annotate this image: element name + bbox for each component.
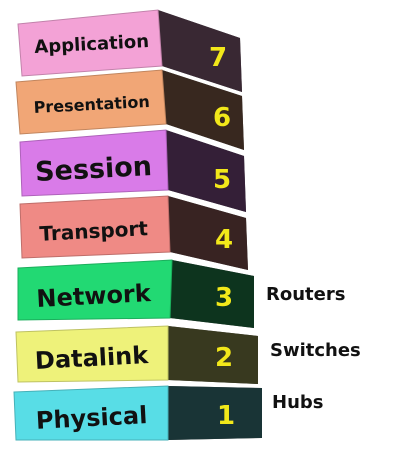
device-label-routers: Routers [266,284,346,305]
layer-number-7: 7 [209,43,227,73]
layer-number-4: 4 [215,225,233,255]
layer-number-2: 2 [215,343,233,373]
layer-block-network: Network 3 [17,259,254,328]
layer-name-transport: Transport [39,216,149,246]
layer-front-face [13,385,169,441]
layer-number-6: 6 [213,103,231,133]
layer-block-datalink: Datalink 2 [15,325,258,384]
layer-name-physical: Physical [35,401,148,435]
layer-block-physical: Physical 1 [13,385,262,441]
device-label-switches: Switches [270,340,361,361]
layer-front-face [15,69,167,135]
layer-name-datalink: Datalink [34,341,150,375]
layer-block-transport: Transport 4 [19,195,248,270]
layer-number-5: 5 [213,165,231,195]
layer-front-face [19,195,171,259]
layer-name-network: Network [36,279,153,313]
layer-front-face [15,325,169,383]
device-label-hubs: Hubs [272,392,324,413]
layer-front-face [17,9,163,77]
layer-name-session: Session [34,151,152,188]
layer-front-face [19,129,169,197]
layer-number-3: 3 [215,283,233,313]
layer-block-session: Session 5 [19,129,246,212]
layer-front-face [17,259,173,321]
layer-number-1: 1 [217,401,235,431]
